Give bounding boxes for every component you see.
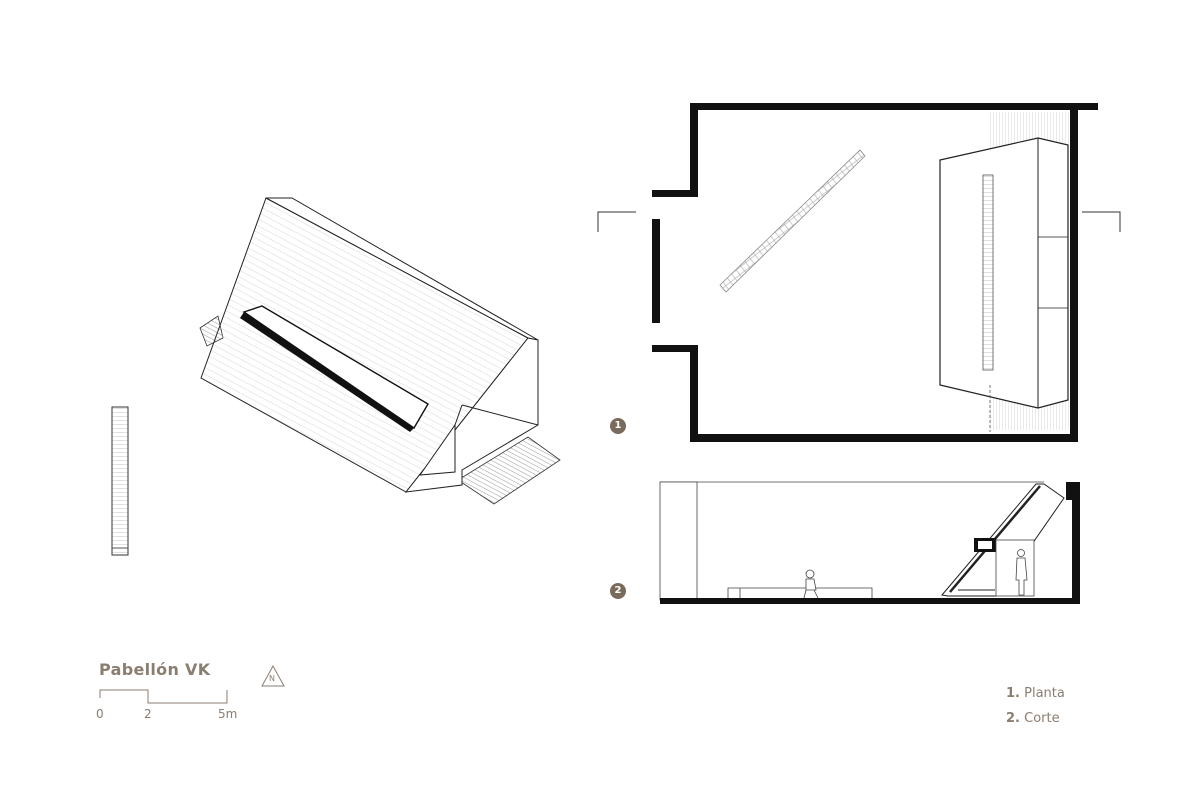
section-marker-left: [597, 211, 636, 232]
badge-2: 2: [614, 585, 622, 596]
legend-label-corte: Corte: [1024, 711, 1060, 726]
scale-label-2: 2: [144, 707, 152, 721]
scale-bar: [99, 689, 228, 704]
legend-number-2: 2.: [1006, 711, 1020, 726]
legend-number-1: 1.: [1006, 686, 1020, 701]
axonometric-view: [199, 197, 561, 505]
north-arrow-icon: [261, 664, 285, 687]
section-floor: [660, 598, 1074, 604]
scale-label-0: 0: [96, 707, 104, 721]
badge-1-circle: [610, 418, 626, 434]
plan-skylight-volume: [939, 137, 1069, 409]
vertical-elevation-strip: [111, 406, 129, 556]
deck-right: [457, 436, 561, 505]
badge-2-circle: [610, 583, 626, 599]
seated-person: [803, 569, 819, 599]
section-view: [659, 481, 1080, 604]
floor-plan: [597, 103, 1121, 442]
badge-1: 1: [614, 420, 622, 431]
legend-item-planta: 1. Planta: [1006, 686, 1065, 701]
project-title: Pabellón VK: [99, 660, 211, 679]
standing-person: [1015, 549, 1028, 596]
scale-label-5m: 5m: [218, 707, 238, 721]
frame-triangle: [418, 423, 456, 476]
legend-label-planta: Planta: [1024, 686, 1065, 701]
section-marker-right: [1082, 211, 1121, 232]
diagonal-element: [719, 149, 866, 293]
north-arrow-label: N: [269, 674, 275, 683]
plan-walls: [652, 103, 1098, 442]
legend-item-corte: 2. Corte: [1006, 711, 1060, 726]
